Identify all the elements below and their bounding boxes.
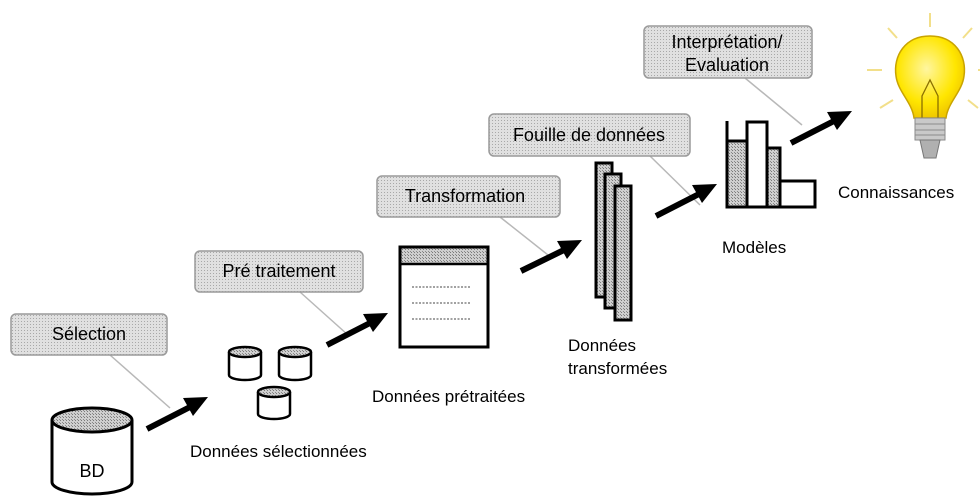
arrow-icon [519, 240, 582, 274]
lightbulb-icon [867, 13, 980, 159]
connector-lines [109, 77, 803, 409]
step-interpretation-label-1: Interprétation/ [671, 32, 782, 52]
document-icon [398, 245, 490, 349]
arrow-icon [325, 313, 388, 348]
donnees-pretraitees-label: Données prétraitées [372, 387, 525, 406]
stacked-sheets-icon [594, 161, 633, 322]
cylinder-icon [227, 345, 263, 382]
step-fouille: Fouille de données [488, 113, 691, 157]
donnees-transformees-label-1: Données [568, 336, 636, 355]
step-pretraitement-label: Pré traitement [222, 261, 335, 281]
cylinder-icon [277, 345, 313, 382]
step-fouille-label: Fouille de données [513, 125, 665, 145]
database-icon: BD [50, 406, 134, 496]
step-transformation: Transformation [376, 175, 561, 218]
bar-chart-icon [725, 120, 817, 209]
step-interpretation: Interprétation/ Evaluation [643, 25, 813, 79]
cylinder-icon [256, 385, 292, 421]
step-interpretation-label-2: Evaluation [685, 55, 769, 75]
donnees-selectionnees-label: Données sélectionnées [190, 442, 367, 461]
arrow-icon [145, 397, 208, 432]
bd-label: BD [79, 461, 104, 481]
arrow-icon [789, 111, 852, 146]
modeles-label: Modèles [722, 238, 786, 257]
donnees-transformees-label-2: transformées [568, 359, 667, 378]
step-selection-label: Sélection [52, 324, 126, 344]
step-transformation-label: Transformation [405, 186, 525, 206]
step-pretraitement: Pré traitement [194, 250, 364, 293]
connaissances-label: Connaissances [838, 183, 954, 202]
arrow-icon [654, 184, 717, 219]
step-selection: Sélection [10, 313, 168, 356]
